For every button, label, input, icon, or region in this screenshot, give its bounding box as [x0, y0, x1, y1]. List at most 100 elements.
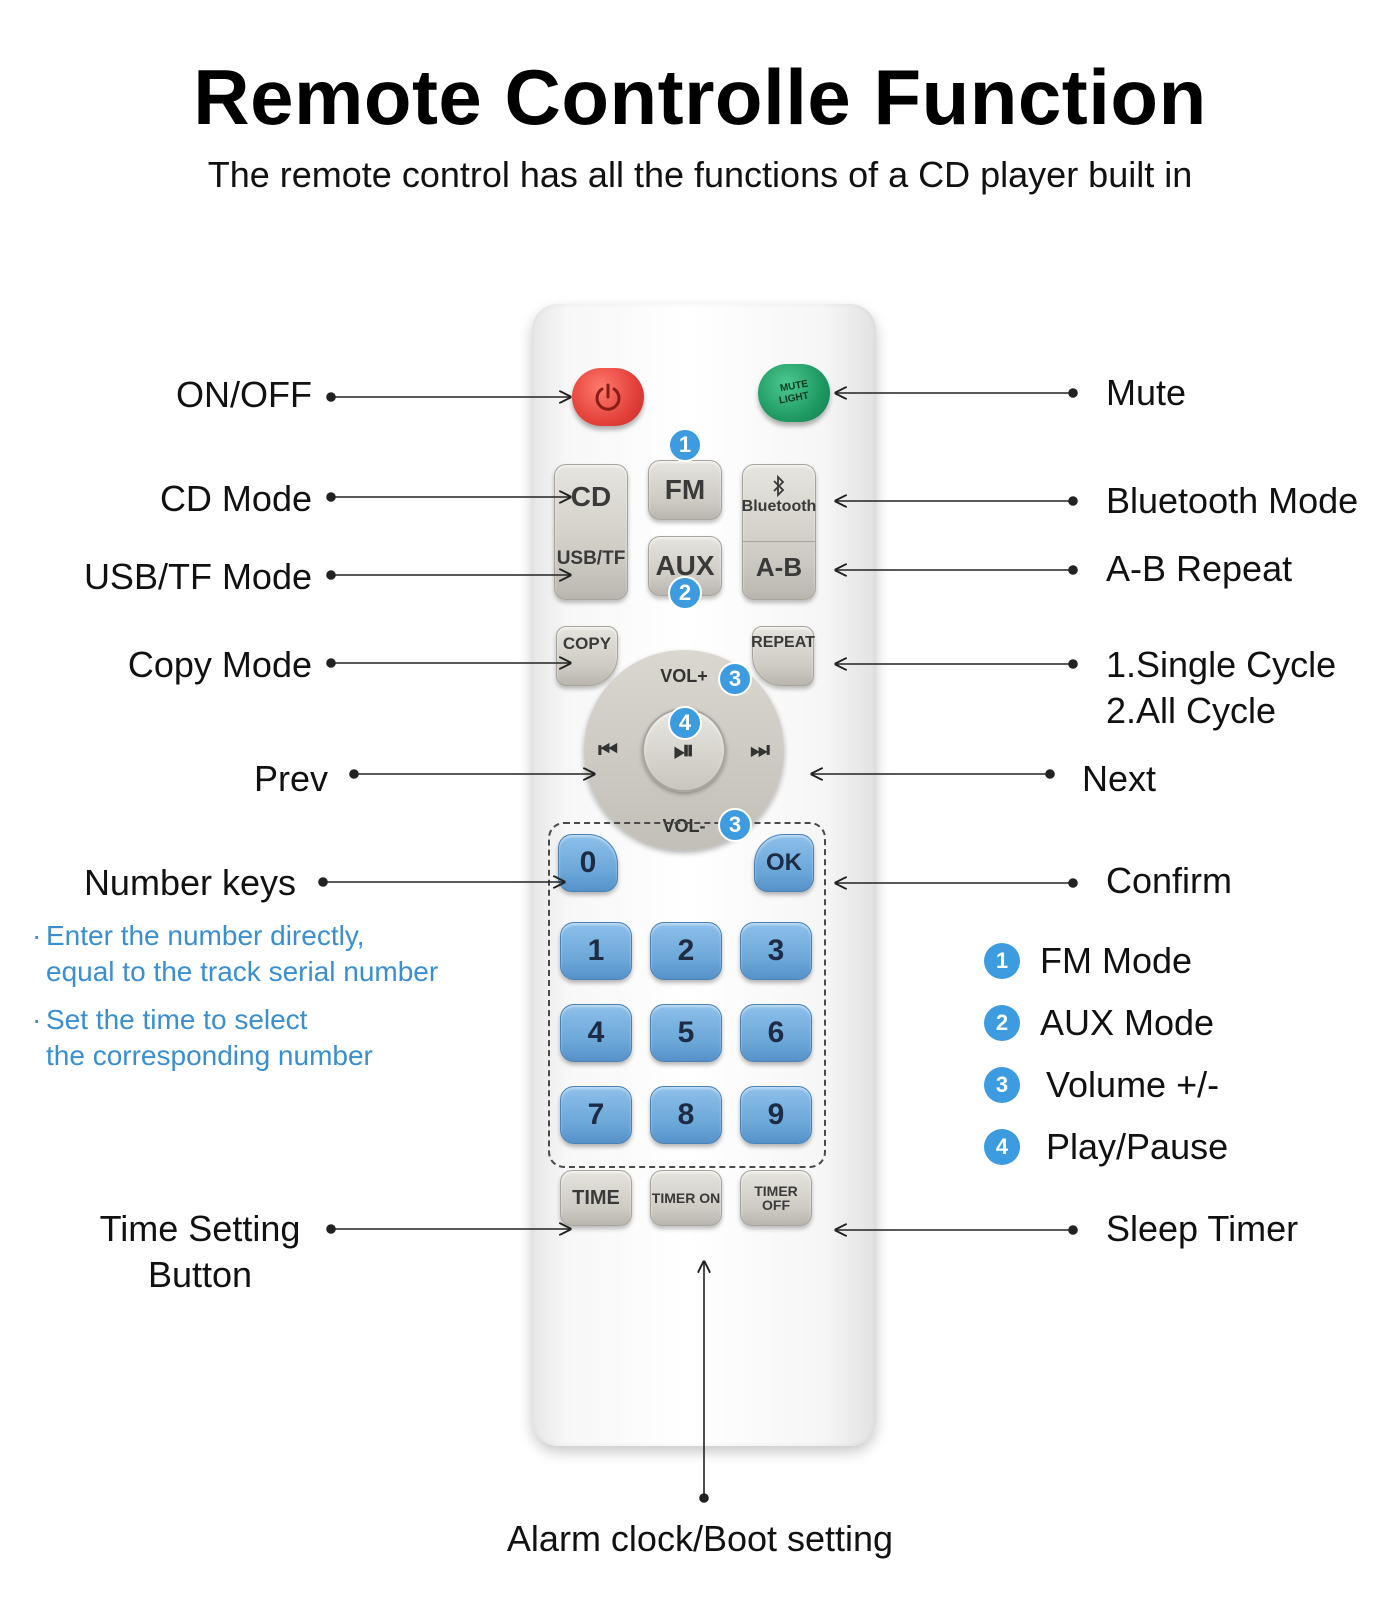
timer-off-label: TIMER OFF: [754, 1183, 798, 1213]
badge-number: 4: [678, 710, 692, 735]
digit-button-8[interactable]: 8: [650, 1086, 722, 1144]
digit-button-4[interactable]: 4: [560, 1004, 632, 1062]
digit-button-5[interactable]: 5: [650, 1004, 722, 1062]
prev-button[interactable]: ⏮: [588, 728, 628, 772]
label-sleep-timer: Sleep Timer: [1106, 1208, 1299, 1249]
legend-number: 1: [995, 948, 1009, 973]
note-enter-number: · Enter the number directly, equal to th…: [32, 918, 439, 990]
zero-button[interactable]: 0: [558, 834, 618, 892]
timer-off-button[interactable]: TIMER OFF: [740, 1170, 812, 1226]
digit-label: 6: [767, 1016, 785, 1049]
timer-on-label: TIMER ON: [651, 1190, 721, 1206]
ok-button[interactable]: OK: [754, 834, 814, 892]
badge-number: 2: [678, 580, 692, 605]
digit-label: 5: [677, 1016, 695, 1049]
legend-number: 4: [995, 1134, 1009, 1159]
power-icon: [595, 383, 621, 411]
label-usb-tf-mode: USB/TF Mode: [83, 556, 312, 597]
ab-label: A-B: [755, 552, 803, 582]
legend-item-volume: 3 Volume +/-: [984, 1064, 1219, 1106]
vol-down-button[interactable]: VOL-: [632, 806, 736, 846]
bullet: ·: [32, 1004, 42, 1035]
digit-button-2[interactable]: 2: [650, 922, 722, 980]
badge-vol-up: 3: [718, 662, 752, 696]
label-all-cycle: 2.All Cycle: [1106, 690, 1277, 731]
label-prev: Prev: [253, 758, 328, 799]
time-label: TIME: [572, 1187, 620, 1209]
cd-label: CD: [570, 481, 612, 512]
digit-label: 8: [677, 1098, 695, 1131]
fm-button[interactable]: FM: [648, 460, 722, 520]
badge-number: 1: [678, 432, 692, 457]
digit-button-1[interactable]: 1: [560, 922, 632, 980]
ok-label: OK: [766, 849, 802, 876]
next-button[interactable]: ⏭: [740, 728, 780, 772]
page-title: Remote Controlle Function: [193, 53, 1207, 141]
digit-button-3[interactable]: 3: [740, 922, 812, 980]
note-enter-number-line1: Enter the number directly,: [46, 920, 365, 951]
aux-label: AUX: [655, 550, 715, 581]
digit-label: 4: [587, 1016, 605, 1049]
note-set-time-line1: Set the time to select: [46, 1004, 308, 1035]
label-time-setting: Time Setting Button: [94, 1208, 306, 1296]
zero-label: 0: [579, 846, 597, 879]
legend-item-play-pause: 4 Play/Pause: [984, 1126, 1228, 1168]
label-ab-repeat: A-B Repeat: [1106, 548, 1293, 589]
digit-button-7[interactable]: 7: [560, 1086, 632, 1144]
label-time-setting-line2: Button: [147, 1254, 253, 1295]
digit-label: 2: [677, 934, 695, 967]
bluetooth-button[interactable]: Bluetooth A-B: [742, 464, 816, 600]
digit-button-6[interactable]: 6: [740, 1004, 812, 1062]
legend-text: Volume +/-: [1046, 1064, 1220, 1105]
legend-badge: 3: [984, 1067, 1020, 1103]
badge-fm: 1: [668, 428, 702, 462]
fm-label: FM: [664, 474, 706, 505]
label-alarm-clock: Alarm clock/Boot setting: [506, 1518, 894, 1559]
vol-up-button[interactable]: VOL+: [632, 656, 736, 696]
vol-down-label: VOL-: [662, 816, 706, 836]
digit-label: 3: [767, 934, 785, 967]
legend-item-aux: 2 AUX Mode: [984, 1002, 1214, 1044]
badge-number: 3: [728, 812, 742, 837]
page-subtitle: The remote control has all the functions…: [207, 154, 1193, 195]
aux-button[interactable]: AUX: [648, 536, 722, 596]
copy-button[interactable]: COPY: [556, 626, 618, 686]
vol-up-label: VOL+: [660, 666, 708, 686]
legend-number: 3: [995, 1072, 1009, 1097]
number-keys-area: [548, 822, 826, 1168]
power-button[interactable]: [572, 368, 644, 426]
label-number-keys: Number keys: [83, 862, 296, 903]
legend-badge: 4: [984, 1129, 1020, 1165]
bluetooth-label: Bluetooth: [741, 498, 817, 515]
usb-tf-label: USB/TF: [556, 548, 626, 569]
label-mute: Mute: [1106, 372, 1187, 413]
label-confirm: Confirm: [1106, 860, 1233, 901]
copy-label: COPY: [562, 634, 612, 653]
time-button[interactable]: TIME: [560, 1170, 632, 1226]
badge-number: 3: [728, 666, 742, 691]
note-set-time-line2: the corresponding number: [46, 1040, 373, 1071]
digit-button-9[interactable]: 9: [740, 1086, 812, 1144]
label-time-setting-line1: Time Setting: [99, 1208, 301, 1249]
note-enter-number-line2: equal to the track serial number: [46, 956, 439, 987]
badge-vol-down: 3: [718, 808, 752, 842]
badge-aux: 2: [668, 576, 702, 610]
label-cd-mode: CD Mode: [159, 478, 312, 519]
mute-light-button[interactable]: MUTE LIGHT: [758, 364, 830, 422]
play-pause-icon: ⏯: [673, 735, 695, 765]
digit-label: 9: [767, 1098, 785, 1131]
legend-number: 2: [995, 1010, 1009, 1035]
repeat-button[interactable]: REPEAT: [751, 626, 815, 686]
repeat-label: REPEAT: [751, 634, 815, 651]
digit-label: 1: [587, 934, 605, 967]
timer-on-button[interactable]: TIMER ON: [650, 1170, 722, 1226]
legend-text: AUX Mode: [1040, 1002, 1215, 1043]
badge-play: 4: [668, 706, 702, 740]
prev-icon: ⏮: [598, 737, 618, 762]
label-cycle: 1.Single Cycle 2.All Cycle: [1106, 642, 1336, 734]
legend-item-fm: 1 FM Mode: [984, 940, 1192, 982]
legend-text: FM Mode: [1040, 940, 1193, 981]
label-next: Next: [1082, 758, 1157, 799]
label-bluetooth-mode: Bluetooth Mode: [1106, 480, 1359, 521]
